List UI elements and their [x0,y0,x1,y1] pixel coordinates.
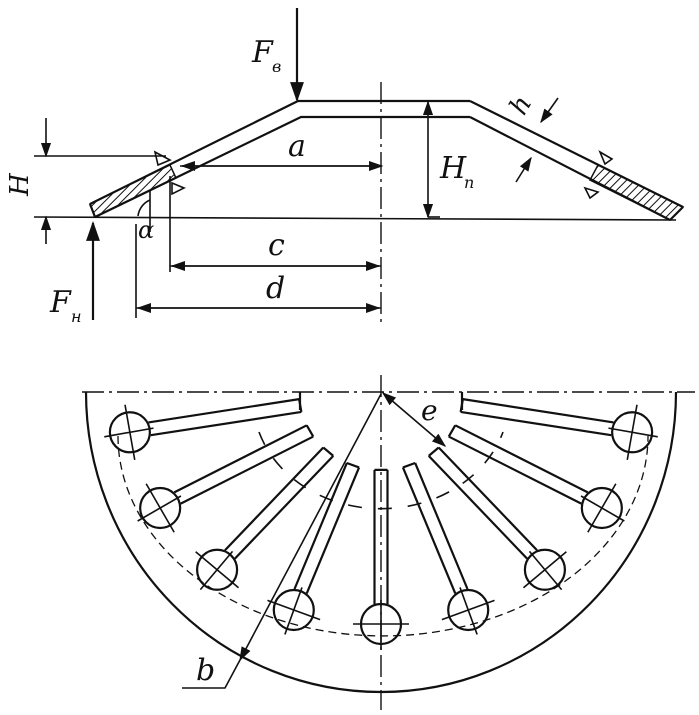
alpha-arc [137,199,151,217]
dim-b-leader [182,659,241,689]
height-label: H [5,172,35,197]
height-n-label: H [439,151,467,186]
finger-slot [459,398,614,437]
finger-hole-centerline [608,404,658,460]
dim-b-line [239,393,382,662]
base-line [33,216,677,221]
finger-hole-centerline [267,587,321,635]
dim-a-label: a [288,129,306,164]
finger-hole [611,411,654,454]
section-hatch-right [588,164,685,221]
finger-hole [108,411,151,454]
finger-hole-centerline [580,483,625,533]
thickness-arrow-bottom [515,156,532,183]
fulcrum-right-top [598,150,614,166]
dim-d-label: d [266,271,285,306]
finger-slot [173,424,315,505]
plan-view: b e [82,375,695,710]
finger-hole [272,588,315,632]
plate-inner-line [94,115,470,218]
finger-hole-centerline [104,404,154,460]
angle-label: α [138,216,154,244]
finger-hole [139,486,182,530]
dim-b-label: b [196,653,215,688]
finger-hole-centerline [137,483,182,533]
outer-rim [84,391,678,694]
finger-hole-centerline [522,550,567,591]
finger-hole-centerline [441,587,495,635]
finger-slot [427,446,538,560]
fulcrum-right-bottom [583,186,600,200]
dim-e-line [381,392,447,447]
finger-group [104,392,658,650]
force-bottom-sub: н [71,307,82,326]
finger-hole [523,548,567,591]
finger-slot [148,398,303,437]
hole-pitch-circle [117,435,649,637]
finger-hole-centerline [353,600,409,650]
thickness-label: h [504,91,538,121]
inner-ring-arc [258,431,504,510]
force-top-label: F [251,35,274,70]
dim-c-label: c [268,228,285,263]
finger-slot [401,461,469,594]
dim-e-label: e [421,394,438,427]
finger-slot [373,468,389,604]
finger-slot [447,424,589,505]
thickness-arrow-top [540,97,559,124]
fulcrum-left-top [153,150,172,167]
section-hatch-left [89,163,177,219]
finger-hole [580,486,623,530]
side-view: H a H п h α c d F в F н [5,8,685,326]
finger-slot [224,446,335,560]
force-bottom-label: F [49,285,72,320]
finger-hole [447,588,490,632]
finger-hole-centerline [195,550,240,591]
finger-slot [293,461,361,594]
height-n-sub: п [464,173,474,192]
force-top-sub: в [272,57,281,76]
fulcrum-left-bottom [171,181,186,196]
finger-hole [195,548,239,591]
